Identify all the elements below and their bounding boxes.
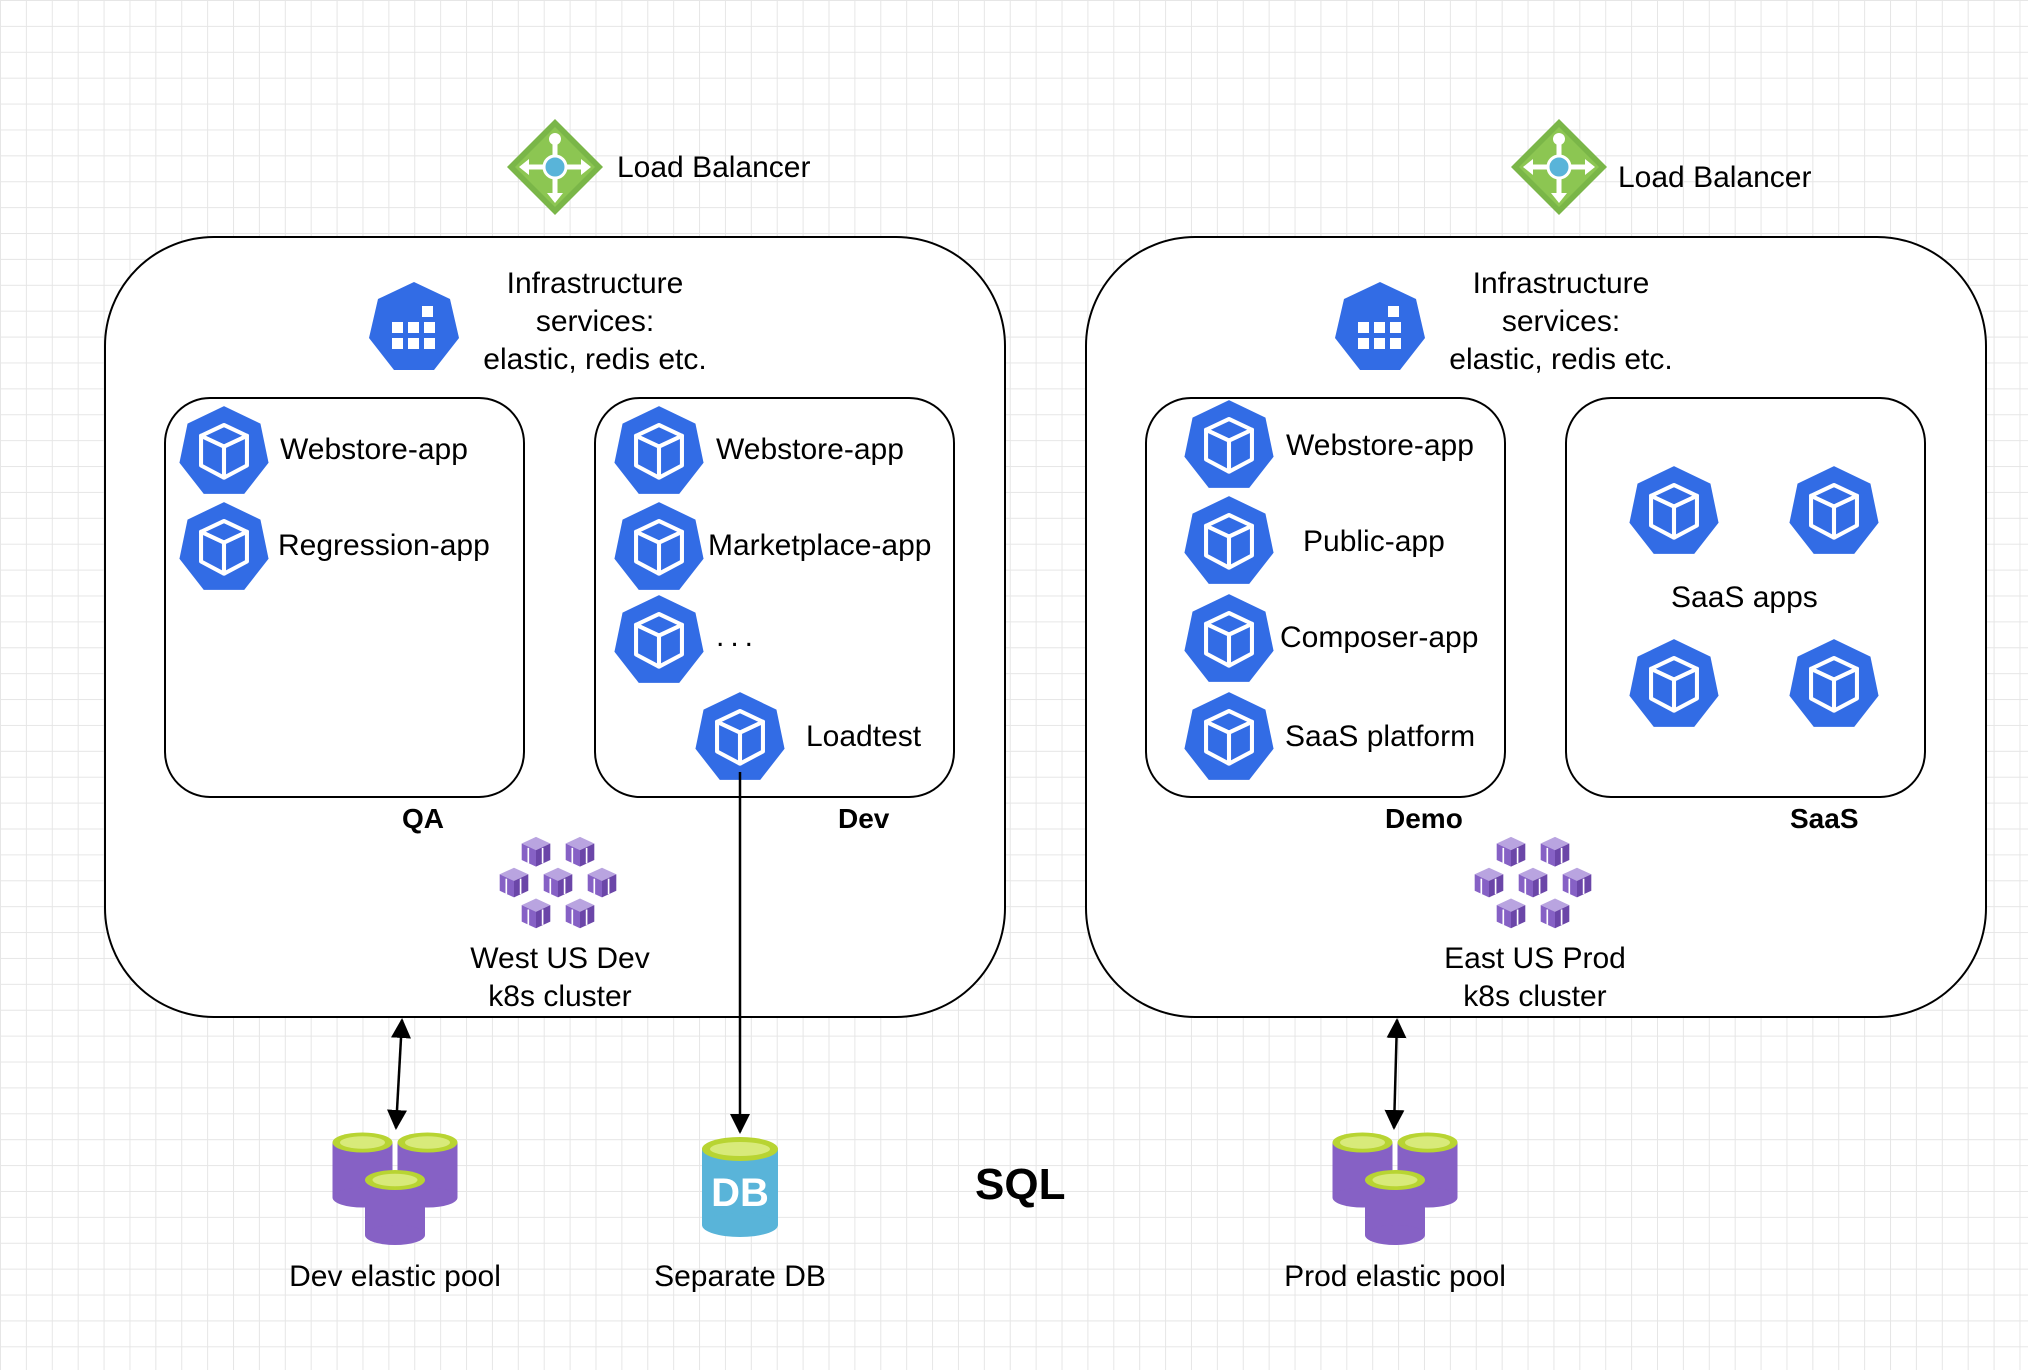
sql-elastic-pool-icon — [330, 1130, 460, 1240]
webstore-app-pod-icon — [1181, 398, 1277, 494]
right-load-balancer-label: Load Balancer — [1618, 161, 1812, 194]
sql-title: SQL — [975, 1160, 1066, 1209]
saas-namespace — [1565, 397, 1926, 798]
demo-app-label: SaaS platform — [1285, 720, 1476, 753]
qa-app-label: Regression-app — [278, 529, 490, 562]
dev-pool-connector — [387, 1018, 411, 1130]
marketplace-app-pod-icon — [611, 500, 707, 596]
qa-app-label: Webstore-app — [280, 433, 468, 466]
dev-namespace-label: Dev — [838, 803, 890, 834]
east-cluster-name: East US Prod k8s cluster — [1444, 942, 1626, 1013]
webstore-app-pod-icon — [611, 404, 707, 500]
west-infra-label: Infrastructure services: elastic, redis … — [483, 267, 707, 376]
dev-app-label: Webstore-app — [716, 433, 904, 466]
load-balancer-icon — [505, 117, 605, 217]
sql-elastic-pool-icon — [1330, 1130, 1460, 1240]
saas-app-pod-icon — [1786, 464, 1882, 560]
composer-app-pod-icon — [1181, 592, 1277, 688]
sql-database-icon: DB — [702, 1137, 778, 1237]
loadtest-pod-icon — [692, 690, 788, 786]
saas-app-pod-icon — [1786, 637, 1882, 733]
west-cluster-name: West US Dev k8s cluster — [470, 942, 650, 1013]
regression-app-pod-icon — [176, 500, 272, 596]
infrastructure-services-icon — [1335, 282, 1425, 370]
saas-app-pod-icon — [1626, 637, 1722, 733]
separate-db-label: Separate DB — [654, 1260, 826, 1293]
prod-pool-connector — [1384, 1018, 1407, 1130]
prod-elastic-pool-label: Prod elastic pool — [1284, 1260, 1506, 1293]
db-icon-text: DB — [711, 1171, 769, 1215]
demo-app-label: Webstore-app — [1286, 429, 1474, 462]
demo-app-label: Public-app — [1303, 525, 1445, 558]
left-load-balancer-label: Load Balancer — [617, 151, 811, 184]
load-balancer-icon — [1509, 117, 1609, 217]
infrastructure-services-icon — [369, 282, 459, 370]
webstore-app-pod-icon — [176, 404, 272, 500]
public-app-pod-icon — [1181, 494, 1277, 590]
saas-namespace-label: SaaS — [1790, 803, 1859, 834]
aks-cluster-icon — [490, 830, 626, 934]
demo-app-label: Composer-app — [1280, 621, 1479, 654]
demo-namespace-label: Demo — [1385, 803, 1463, 834]
loadtest-label: Loadtest — [806, 720, 922, 753]
east-infra-label: Infrastructure services: elastic, redis … — [1449, 267, 1673, 376]
dev-app-label: Marketplace-app — [708, 529, 932, 562]
more-apps-pod-icon — [611, 593, 707, 689]
dev-app-label: ... — [716, 620, 760, 653]
saas-apps-label: SaaS apps — [1671, 581, 1818, 614]
aks-cluster-icon — [1465, 830, 1601, 934]
saas-app-pod-icon — [1626, 464, 1722, 560]
saas-platform-pod-icon — [1181, 690, 1277, 786]
dev-elastic-pool-label: Dev elastic pool — [289, 1260, 501, 1293]
qa-namespace-label: QA — [402, 803, 444, 834]
